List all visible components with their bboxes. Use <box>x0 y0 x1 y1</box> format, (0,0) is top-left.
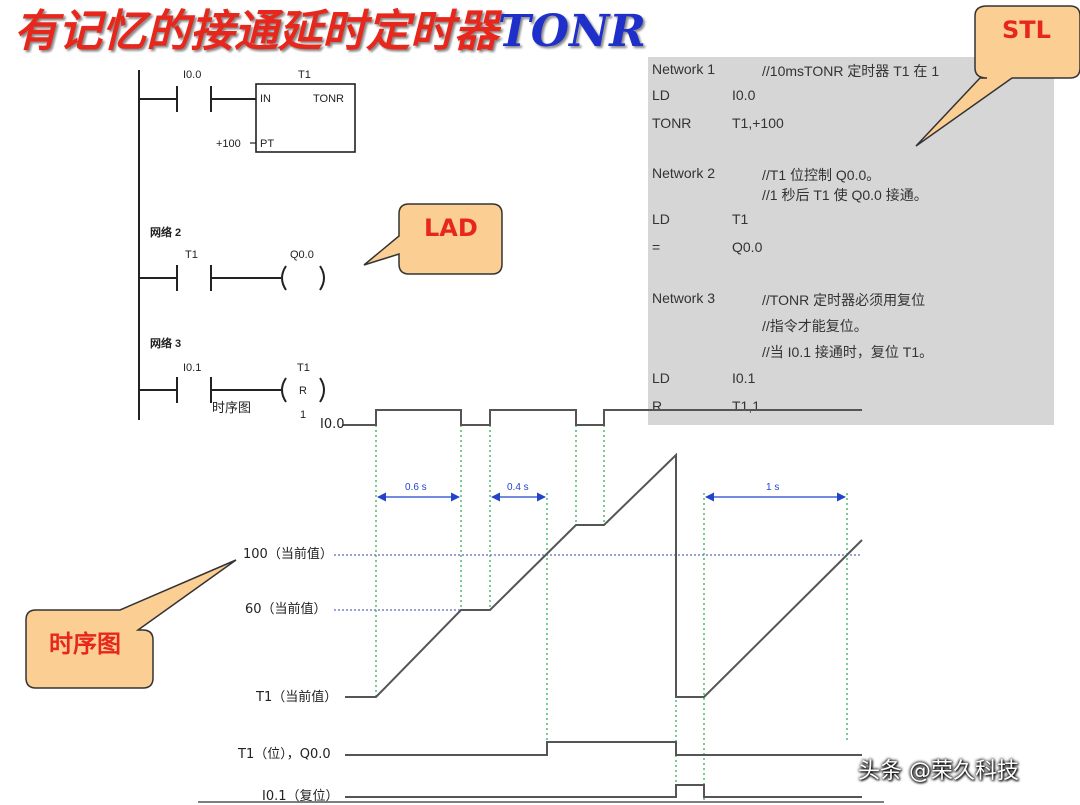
guide-lines <box>375 425 848 800</box>
lad-n2-heading: 网络 2 <box>150 225 181 239</box>
lad-n3-coil-bottom: 1 <box>300 409 306 421</box>
timing-callout: 时序图 <box>25 559 237 689</box>
lad-n1-timer: T1 <box>298 69 311 81</box>
lad-n1-contact: I0.0 <box>183 69 201 81</box>
stl-n2-op2: = <box>652 239 661 255</box>
lad-callout-text: LAD <box>424 214 478 242</box>
stl-n3-label: Network 3 <box>652 290 716 306</box>
title-english: TONR <box>498 6 646 57</box>
stl-n2-comment1: //T1 位控制 Q0.0。 <box>762 167 881 183</box>
stl-n1-op2: TONR <box>652 115 692 131</box>
lad-n3-coil-letter: R <box>299 385 307 397</box>
lad-n3-contact: I0.1 <box>183 362 201 374</box>
label-t1-current: T1（当前值） <box>255 689 337 705</box>
lad-n2-coil: Q0.0 <box>290 249 314 261</box>
timer-box <box>255 83 356 153</box>
dim-label-1: 0.6 s <box>405 482 427 493</box>
lad-n2-contact: T1 <box>185 249 198 261</box>
stl-n3-comment2: //指令才能复位。 <box>762 318 868 334</box>
label-t1-bit: T1（位），Q0.0 <box>237 747 331 762</box>
page-title: 有记忆的接通延时定时器TONR <box>14 4 646 60</box>
trace-t1-current <box>345 452 863 698</box>
lad-n1-type: TONR <box>313 93 344 105</box>
stl-callout-text: STL <box>1002 16 1051 44</box>
lad-overlay-label: 时序图 <box>212 401 251 416</box>
label-i01: I0.1（复位） <box>262 789 339 804</box>
stl-n3-comment1: //TONR 定时器必须用复位 <box>762 292 926 308</box>
label-i00: I0.0 <box>320 417 345 432</box>
trace-i01 <box>345 784 862 798</box>
lad-n1-pt-value: +100 <box>216 138 241 150</box>
stl-n2-op1: LD <box>652 211 670 227</box>
stl-n1-label: Network 1 <box>652 61 716 77</box>
lad-n3-coil-top: T1 <box>297 362 310 374</box>
lad-n1-in: IN <box>260 93 271 105</box>
stl-n2-arg1: T1 <box>732 211 749 227</box>
timing-diagram: 0.6 s 0.4 s 1 s I0.0 100（当前值） 60（当前值） T1… <box>198 409 884 804</box>
stl-n1-arg1: I0.0 <box>732 87 756 103</box>
timing-callout-text: 时序图 <box>49 630 121 658</box>
trace-i00 <box>343 409 862 426</box>
stl-callout: STL <box>915 5 1080 147</box>
stl-n1-comment: //10msTONR 定时器 T1 在 1 <box>762 63 940 79</box>
coil-q00-right <box>319 265 325 291</box>
title-chinese: 有记忆的接通延时定时器 <box>14 6 498 57</box>
dim-label-2: 0.4 s <box>507 482 529 493</box>
stl-n3-op2: R <box>652 398 663 414</box>
stl-n1-op1: LD <box>652 87 670 103</box>
lad-n3-heading: 网络 3 <box>150 336 181 350</box>
stl-n3-arg1: I0.1 <box>732 370 756 386</box>
coil-reset-right <box>319 377 325 403</box>
stl-n3-comment3: //当 I0.1 接通时，复位 T1。 <box>762 344 934 360</box>
dim-label-3: 1 s <box>766 482 779 493</box>
coil-q00-left <box>281 265 287 291</box>
stl-panel: Network 1 //10msTONR 定时器 T1 在 1 LD I0.0 … <box>648 57 1054 425</box>
watermark: 头条 @荣久科技 <box>858 759 1019 784</box>
coil-reset-left <box>281 377 287 403</box>
stl-n1-arg2: T1,+100 <box>732 115 784 131</box>
label-60-current: 60（当前值） <box>245 601 327 617</box>
label-100-current: 100（当前值） <box>243 546 333 562</box>
stl-n2-comment2: //1 秒后 T1 使 Q0.0 接通。 <box>762 187 928 203</box>
stl-n3-op1: LD <box>652 370 670 386</box>
stl-n2-arg2: Q0.0 <box>732 239 763 255</box>
lad-callout: LAD <box>363 203 503 275</box>
trace-t1-bit <box>345 741 862 756</box>
stl-n2-label: Network 2 <box>652 165 716 181</box>
ladder-diagram <box>138 70 356 420</box>
lad-n1-pt: PT <box>260 138 274 150</box>
